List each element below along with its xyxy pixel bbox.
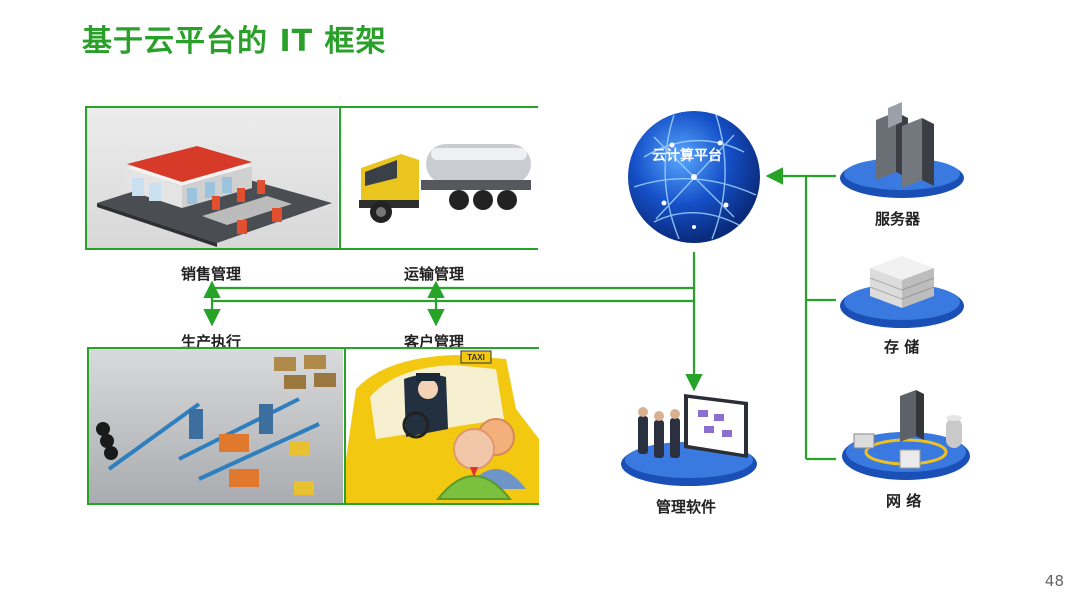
page-number: 48 (1045, 572, 1064, 590)
network-label: 网 络 (886, 490, 921, 511)
management-software-label: 管理软件 (656, 496, 716, 517)
storage-label: 存 储 (884, 336, 919, 357)
network-icon (836, 388, 976, 484)
cloud-label: 云计算平台 (652, 145, 722, 165)
management-software-icon (618, 388, 760, 490)
server-icon (836, 100, 968, 200)
server-label: 服务器 (875, 208, 920, 229)
cloud-globe: 云计算平台 (624, 107, 764, 247)
storage-icon (836, 246, 968, 332)
